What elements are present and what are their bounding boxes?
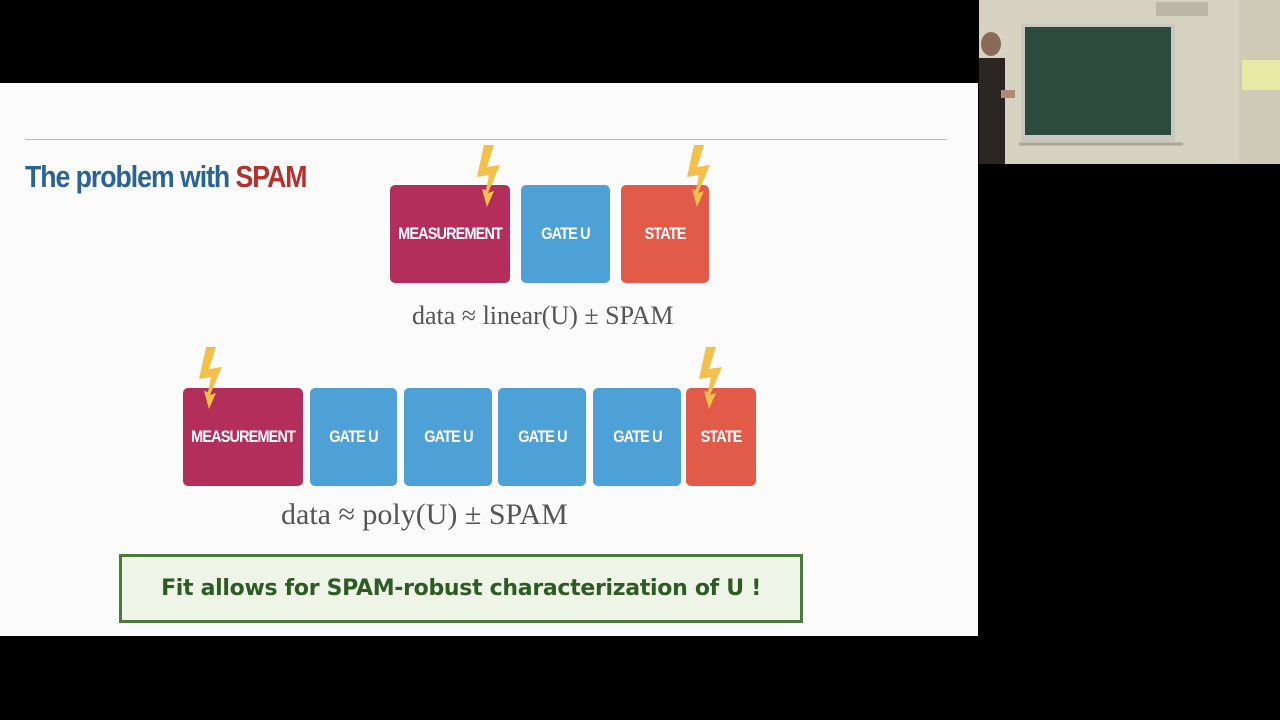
gate-label: GATE U [612,427,662,446]
video-scene [979,0,1280,164]
gate-label: GATE U [423,427,473,446]
state-label: STATE [644,224,687,243]
measurement-box: MEASUREMENT [183,388,303,486]
slide-title: The problem with SPAM [25,159,308,195]
formula-linear: data ≈ linear(U) ± SPAM [412,301,674,330]
gate-label: GATE U [517,427,567,446]
lightning-bolt-icon [687,145,710,207]
gate-box: GATE U [593,388,681,486]
measurement-label: MEASUREMENT [398,224,503,243]
speaker-video-feed [979,0,1280,164]
gate-box: GATE U [521,185,610,283]
lightning-bolt-icon [199,347,222,409]
measurement-box: MEASUREMENT [390,185,510,283]
conclusion-box: Fit allows for SPAM-robust characterizat… [119,554,803,623]
state-box: STATE [686,388,756,486]
presentation-slide: The problem with SPAM MEASUREMENT GATE U… [0,83,978,636]
divider-line [25,139,947,140]
state-label: STATE [700,427,743,446]
measurement-label: MEASUREMENT [191,427,296,446]
gate-box: GATE U [404,388,492,486]
state-box: STATE [621,185,709,283]
gate-label: GATE U [329,427,378,446]
title-highlight: SPAM [235,159,308,194]
conclusion-text: Fit allows for SPAM-robust characterizat… [161,576,761,601]
gate-box: GATE U [310,388,397,486]
formula-poly: data ≈ poly(U) ± SPAM [281,498,568,531]
gate-label: GATE U [541,224,590,243]
gate-box: GATE U [498,388,586,486]
lightning-bolt-icon [699,347,722,409]
title-prefix: The problem with [25,159,236,194]
lightning-bolt-icon [477,145,500,207]
